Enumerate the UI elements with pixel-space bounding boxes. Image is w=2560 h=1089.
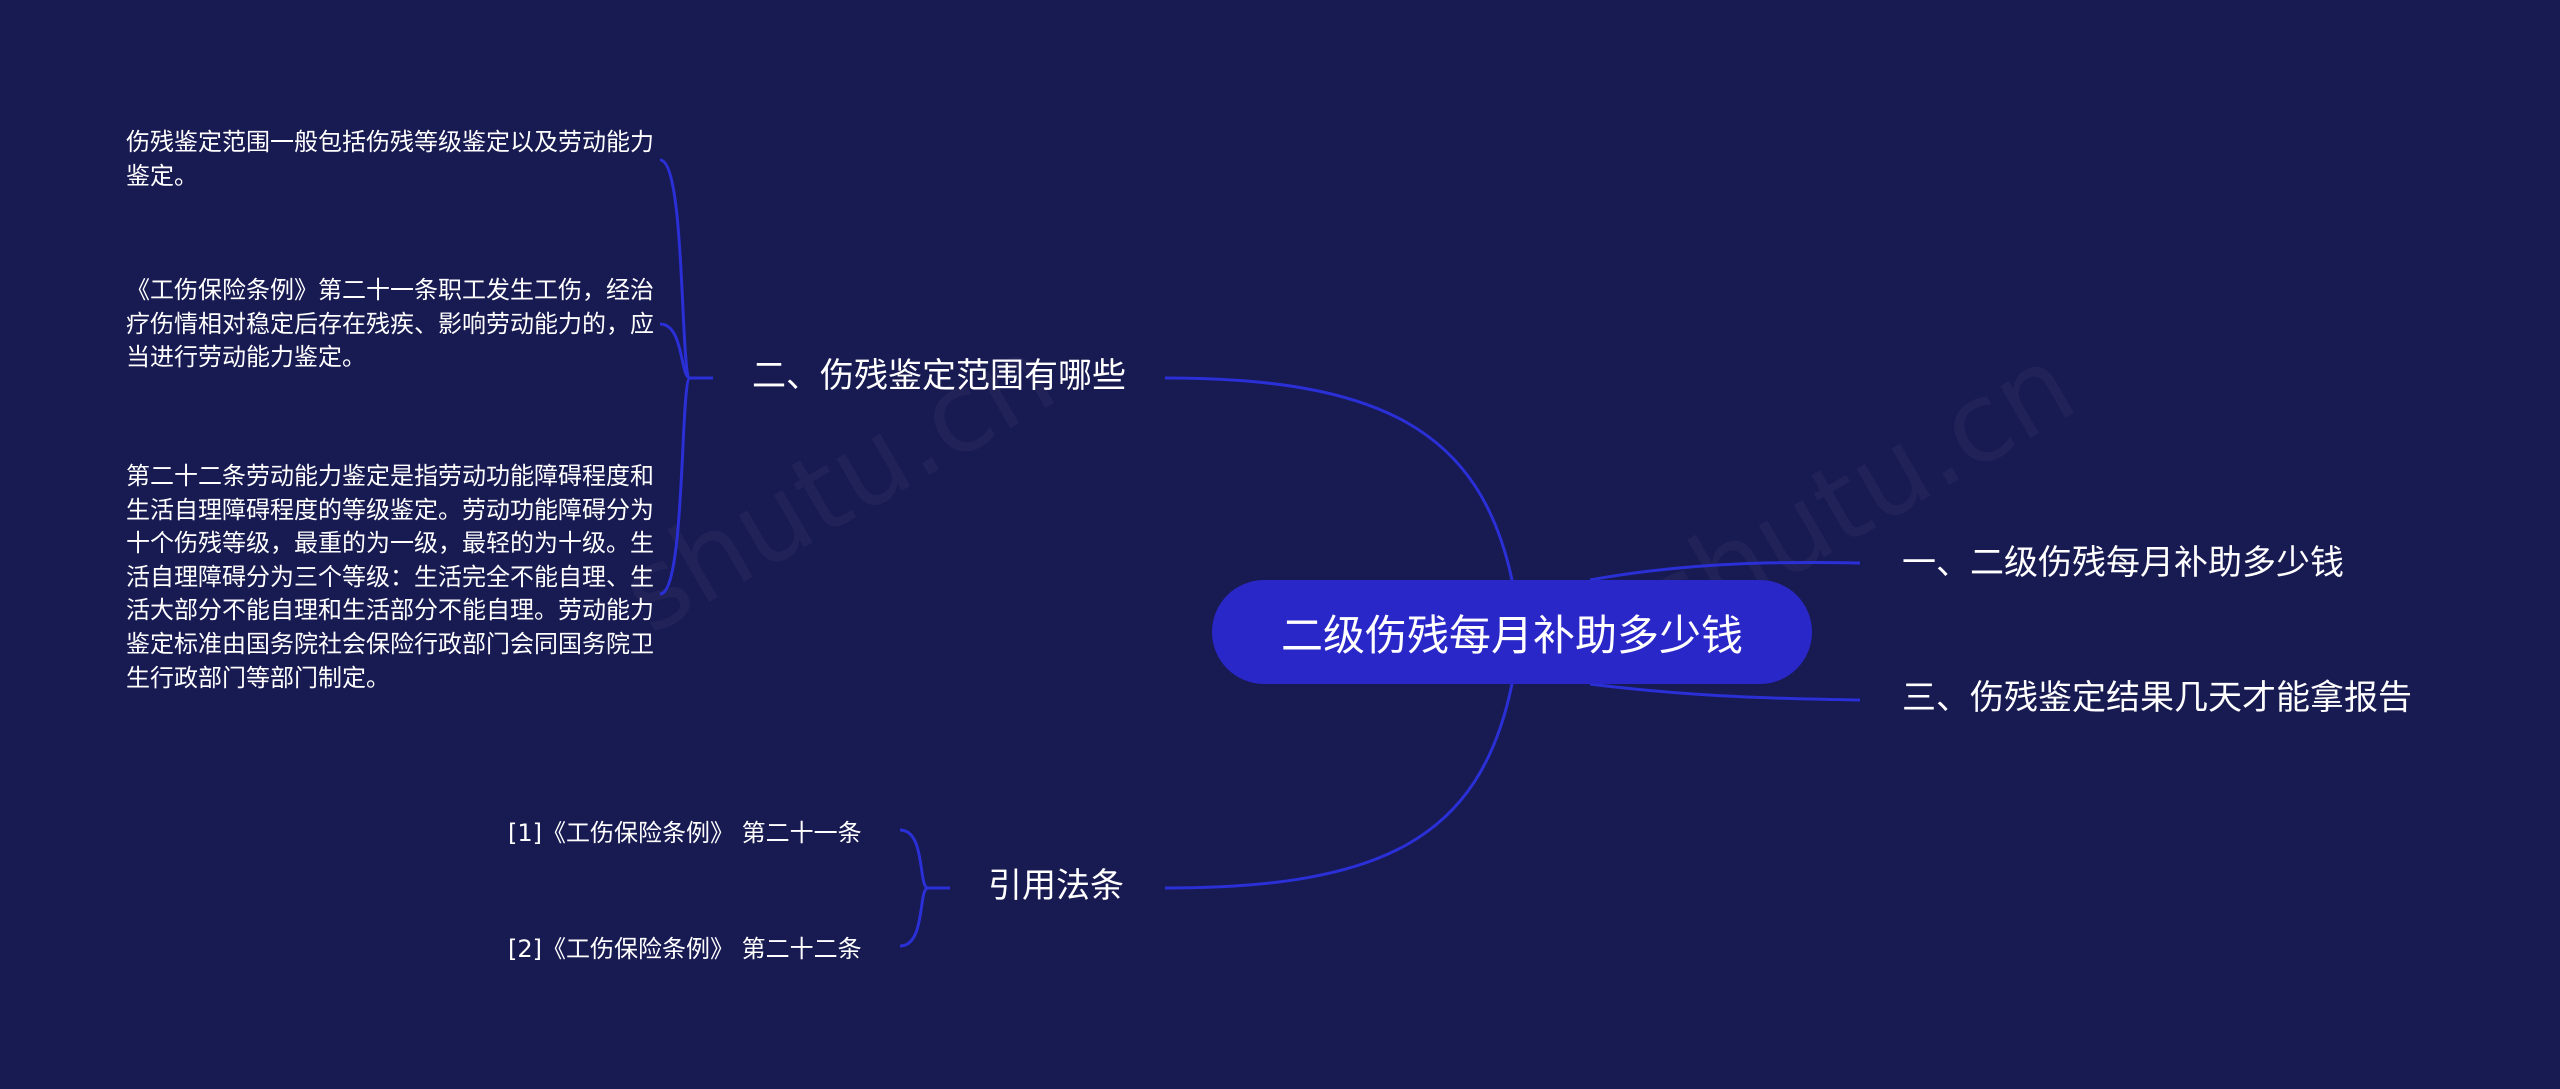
connector-b2-leaf1 [659,158,692,380]
connector-b2-leaf3 [659,376,692,596]
branch-b4[interactable]: 引用法条 [988,866,1124,906]
leaf-text-3[interactable]: 第二十二条劳动能力鉴定是指劳动功能障碍程度和生活自理障碍程度的等级鉴定。劳动功能… [126,462,654,692]
connector-root-b3 [1589,682,1861,702]
branch-b2[interactable]: 二、伤残鉴定范围有哪些 [752,356,1126,396]
leaf-text-2[interactable]: 《工伤保险条例》第二十一条职工发生工伤，经治疗伤情相对稳定后存在残疾、影响劳动能… [126,276,654,372]
connector-b2-leaf2 [659,322,691,380]
connector-root-b1 [1589,560,1861,582]
branch-b1[interactable]: 一、二级伤残每月补助多少钱 [1902,543,2344,583]
connector-root-b4 [1164,683,1514,890]
ref-item-1[interactable]: [1]《工伤保险条例》 第二十一条 [508,819,862,847]
branch-b3[interactable]: 三、伤残鉴定结果几天才能拿报告 [1902,678,2412,718]
connector-root-b2 [1164,376,1514,581]
connector-b4-ref2 [899,886,929,948]
connector-b4-ref1 [899,828,929,890]
root-topic[interactable]: 二级伤残每月补助多少钱 [1212,580,1812,684]
leaf-text-1[interactable]: 伤残鉴定范围一般包括伤残等级鉴定以及劳动能力鉴定。 [126,128,654,190]
ref-item-2[interactable]: [2]《工伤保险条例》 第二十二条 [508,935,862,963]
root-topic-label: 二级伤残每月补助多少钱 [1280,610,1743,660]
